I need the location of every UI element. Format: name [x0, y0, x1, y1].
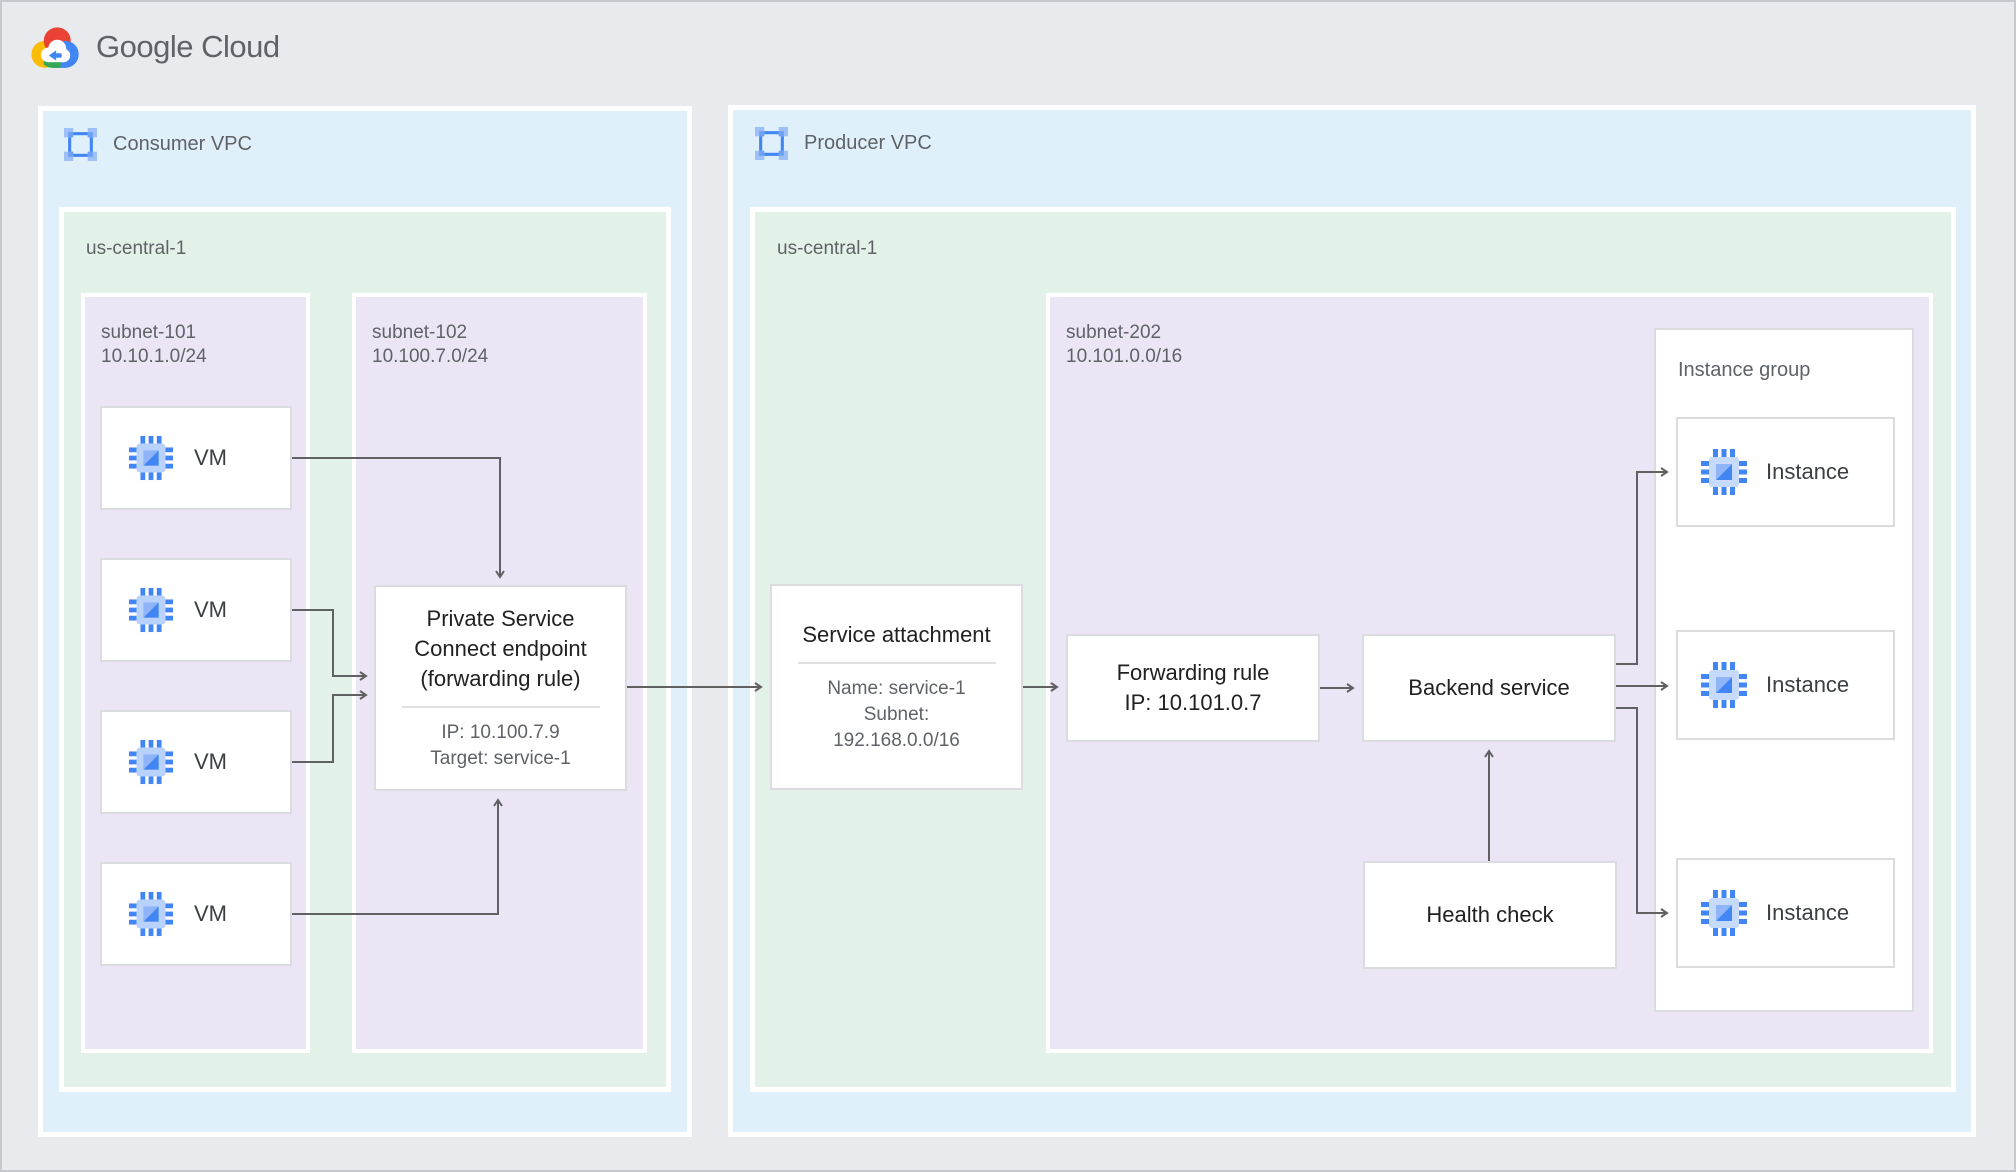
instance-node-3: Instance	[1676, 858, 1895, 968]
vm-label: VM	[194, 445, 227, 470]
vm-label: VM	[194, 901, 227, 926]
vm-label: VM	[194, 749, 227, 774]
instance-chip-icon	[1701, 662, 1747, 708]
instance-chip-icon	[1701, 449, 1747, 495]
vm-chip-icon	[128, 891, 174, 937]
consumer-vpc-label: Consumer VPC	[113, 133, 252, 155]
producer-vpc-label: Producer VPC	[804, 132, 932, 154]
service-attachment-name: Name: service-1	[827, 678, 966, 699]
backend-service-title: Backend service	[1408, 675, 1570, 700]
instance-group-label: Instance group	[1678, 359, 1811, 381]
forwarding-rule-ip: IP: 10.101.0.7	[1124, 690, 1262, 715]
instance-node-2: Instance	[1676, 630, 1895, 740]
consumer-vpc-header: Consumer VPC	[64, 128, 252, 161]
backend-service-node: Backend service	[1362, 634, 1616, 742]
instance-label: Instance	[1766, 672, 1850, 697]
google-cloud-logo-icon	[31, 27, 79, 68]
vpc-icon	[755, 127, 788, 160]
psc-endpoint-ip: IP: 10.100.7.9	[441, 722, 560, 743]
psc-endpoint-node: Private Service Connect endpoint (forwar…	[374, 585, 627, 791]
consumer-region-label: us-central-1	[86, 238, 187, 259]
vm-node-4: VM	[100, 862, 292, 966]
instance-chip-icon	[1701, 890, 1747, 936]
vm-label: VM	[194, 597, 227, 622]
vm-node-3: VM	[100, 710, 292, 814]
subnet-102-label: subnet-102 10.100.7.0/24	[372, 322, 489, 367]
vm-chip-icon	[128, 587, 174, 633]
logo-text: Google Cloud	[96, 29, 280, 64]
divider	[401, 706, 600, 708]
producer-region-label: us-central-1	[777, 238, 878, 259]
service-attachment-subnet: Subnet: 192.168.0.0/16	[833, 704, 960, 751]
service-attachment-title: Service attachment	[802, 622, 991, 647]
health-check-title: Health check	[1426, 902, 1554, 927]
google-cloud-logo: Google Cloud	[28, 22, 280, 72]
forwarding-rule-node: Forwarding rule IP: 10.101.0.7	[1066, 634, 1320, 742]
vm-node-2: VM	[100, 558, 292, 662]
subnet-101-label: subnet-101 10.10.1.0/24	[101, 322, 207, 367]
instance-label: Instance	[1766, 900, 1850, 925]
vpc-icon	[64, 128, 97, 161]
forwarding-rule-title: Forwarding rule	[1116, 660, 1270, 685]
psc-endpoint-target: Target: service-1	[430, 748, 571, 769]
health-check-node: Health check	[1363, 861, 1617, 969]
vm-chip-icon	[128, 739, 174, 785]
divider	[797, 662, 996, 664]
instance-label: Instance	[1766, 459, 1850, 484]
producer-vpc-header: Producer VPC	[755, 127, 932, 160]
vm-chip-icon	[128, 435, 174, 481]
service-attachment-node: Service attachment Name: service-1 Subne…	[770, 584, 1023, 790]
subnet-202-label: subnet-202 10.101.0.0/16	[1066, 322, 1183, 367]
vm-node-1: VM	[100, 406, 292, 510]
instance-node-1: Instance	[1676, 417, 1895, 527]
psc-endpoint-title: Private Service Connect endpoint (forwar…	[414, 606, 587, 691]
